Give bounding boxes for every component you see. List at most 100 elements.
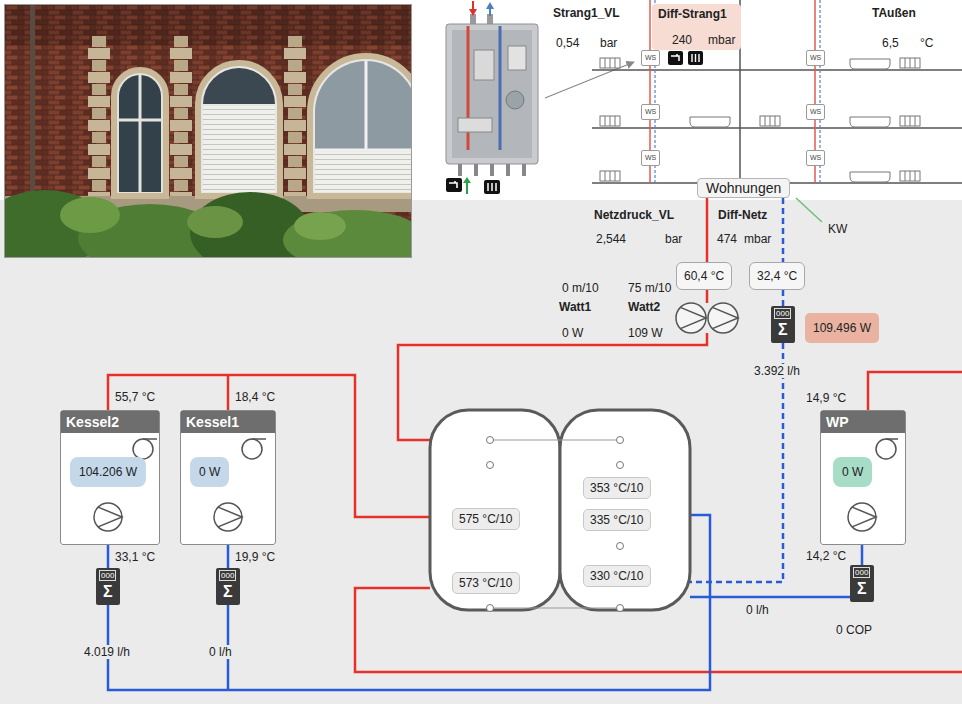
- building-schematic: [814, 166, 816, 183]
- pipe-connector: [706, 198, 709, 262]
- storage-tanks: [617, 437, 624, 444]
- heat-station-box: WS: [641, 104, 660, 120]
- building-photo: [284, 36, 306, 196]
- temperature-box: 60,4 °C: [676, 262, 732, 290]
- building-photo: [30, 5, 35, 205]
- building-schematic: [592, 69, 962, 71]
- building-schematic: [600, 58, 920, 182]
- value-label: 33,1 °C: [115, 550, 155, 564]
- node-text: Wohnungen: [706, 180, 781, 196]
- building-schematic: [850, 59, 890, 69]
- value-label: Strang1_VL: [553, 6, 620, 20]
- value-label: Σ: [778, 322, 788, 338]
- building-photo: [203, 68, 275, 104]
- heat-interface-unit: [463, 177, 471, 183]
- pipes: [227, 375, 230, 410]
- value-label: 75 m/10: [628, 281, 671, 295]
- storage-tanks: [493, 440, 617, 441]
- node-text: 104.206 W: [79, 465, 137, 479]
- pipe-connector: [814, 120, 816, 150]
- photo-frame: [5, 5, 412, 258]
- storage-tanks: [617, 543, 624, 550]
- node-text: 573 °C/10: [459, 576, 513, 590]
- generator-bodies: [94, 503, 122, 531]
- building-photo: [88, 36, 110, 196]
- building-schematic: [850, 172, 890, 182]
- heat-meters: [771, 306, 795, 343]
- building-photo: [139, 75, 142, 192]
- generator-bodies: [848, 503, 876, 531]
- generator-bodies: [98, 507, 122, 527]
- generator-bodies: [886, 438, 898, 440]
- heat-meters: [96, 306, 874, 605]
- heat-interface-unit: [446, 24, 538, 164]
- value-label: Σ: [223, 584, 233, 600]
- pipes: [690, 596, 850, 599]
- building-schematic: [796, 198, 822, 222]
- heat-interface-unit: [452, 30, 532, 158]
- heat-interface-unit: [522, 164, 526, 176]
- building-photo: [315, 61, 411, 150]
- node-text: 335 °C/10: [590, 513, 644, 527]
- value-label: bar: [600, 36, 617, 50]
- building-photo: [315, 149, 411, 152]
- heat-station-box: WS: [806, 150, 825, 166]
- pipes: [108, 290, 962, 690]
- generator-bodies: [94, 439, 898, 531]
- building-photo: [119, 119, 161, 122]
- node-text: WS: [810, 54, 821, 62]
- heat-interface-unit: [486, 2, 494, 9]
- value-label: 3.392 l/h: [752, 364, 802, 378]
- storage-tanks: [617, 605, 624, 612]
- storage-tanks: [487, 605, 494, 612]
- heat-station-box: WS: [641, 150, 660, 166]
- building-schematic: [649, 0, 651, 50]
- value-label: Netzdruck_VL: [594, 208, 674, 222]
- node-text: 0 W: [199, 465, 220, 479]
- building-photo: [310, 56, 411, 196]
- building-schematic: [592, 0, 962, 222]
- building-photo: [5, 5, 411, 45]
- circulation-pumps: [680, 307, 706, 328]
- node-text: 575 °C/10: [459, 512, 513, 526]
- circulation-pumps: [712, 307, 738, 328]
- building-photo: [5, 5, 411, 257]
- node-text: WP: [821, 411, 905, 433]
- node-text: 353 °C/10: [590, 481, 644, 495]
- pipes: [861, 545, 864, 565]
- generator-bodies: [143, 438, 157, 440]
- tank-temperature: 335 °C/10: [583, 509, 651, 531]
- building-schematic: [692, 54, 699, 62]
- boiler-box: Kessel2104.206 W: [60, 410, 160, 545]
- pipe-connector: [814, 66, 816, 104]
- heat-station-box: WS: [806, 104, 825, 120]
- generator-bodies: [852, 507, 876, 527]
- heat-interface-unit: [449, 181, 457, 188]
- power-badge: 104.206 W: [70, 457, 146, 487]
- building-box: Wohnungen: [697, 178, 790, 198]
- heat-meters: [850, 565, 874, 602]
- building-schematic: [649, 166, 651, 183]
- heat-pump-box: WP0 W: [820, 410, 906, 545]
- building-schematic: [671, 54, 679, 61]
- heat-interface-unit: [506, 91, 524, 109]
- pipes: [868, 372, 962, 410]
- node-text: mbar: [708, 33, 735, 47]
- storage-tanks: [487, 437, 494, 444]
- node-text: 330 °C/10: [590, 569, 644, 583]
- building-schematic: [690, 117, 730, 127]
- building-photo: [283, 210, 411, 257]
- heat-interface-unit: [488, 183, 496, 191]
- heat-interface-unit: [474, 50, 494, 80]
- value-label: Σ: [103, 584, 113, 600]
- value-label: 000: [219, 570, 236, 581]
- value-label: °C: [920, 36, 933, 50]
- value-label: 109 W: [628, 326, 663, 340]
- node-text: WS: [645, 154, 656, 162]
- value-label: 18,4 °C: [235, 390, 275, 404]
- node-text: Diff-Strang1: [658, 7, 735, 21]
- value-label: 0 l/h: [207, 645, 234, 659]
- value-label: 55,7 °C: [115, 390, 155, 404]
